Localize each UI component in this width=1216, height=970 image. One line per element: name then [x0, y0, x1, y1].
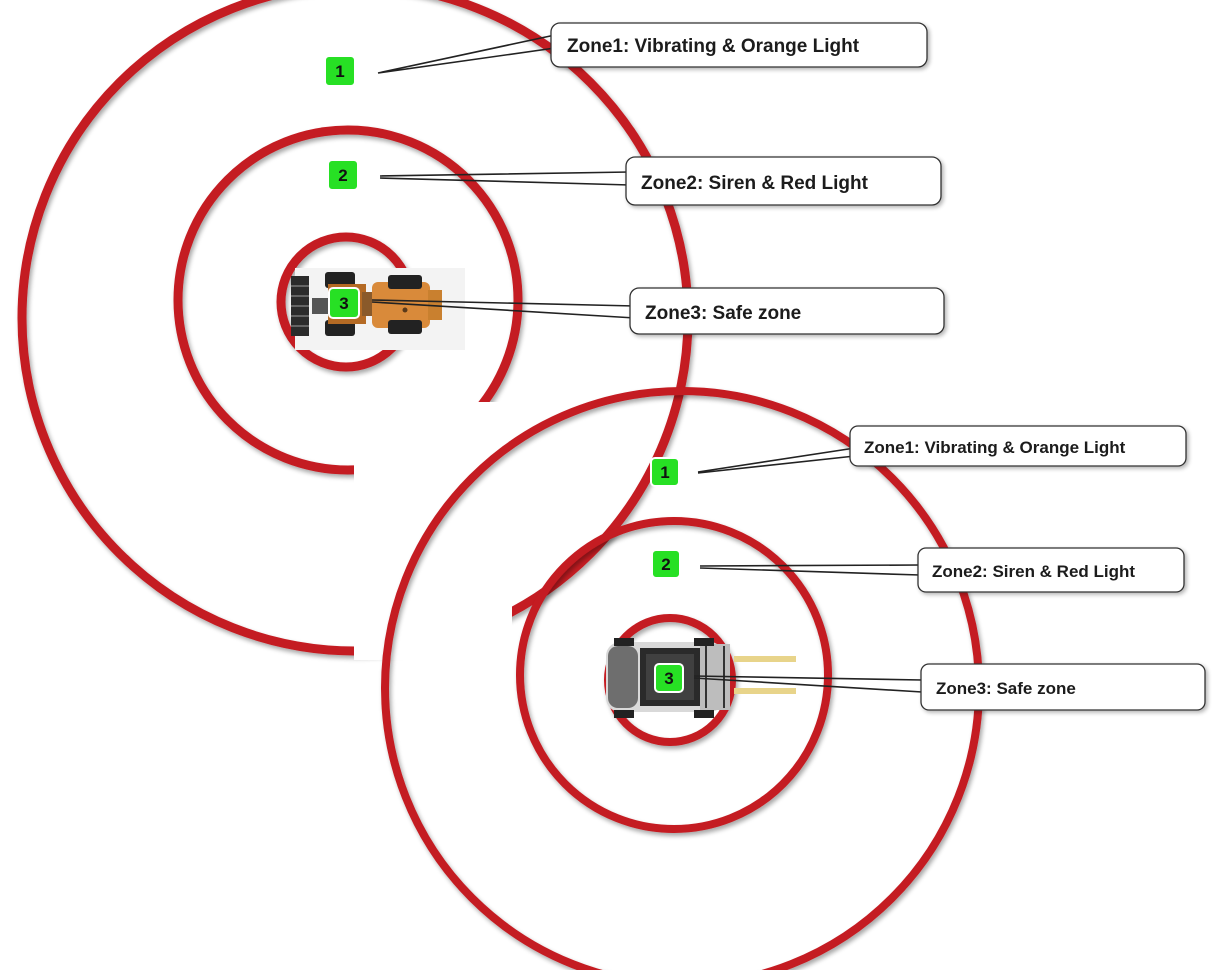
- top-zone3-badge: 3: [328, 287, 360, 319]
- bottom-zone3-label: Zone3: Safe zone: [936, 679, 1076, 698]
- top-zone2-ring: [173, 125, 523, 475]
- top-zone3-callout: Zone3: Safe zone: [629, 287, 945, 335]
- bottom-zone1-leader: [697, 447, 856, 474]
- top-zone1-callout: Zone1: Vibrating & Orange Light: [550, 22, 928, 68]
- top-zone2-label: Zone2: Siren & Red Light: [641, 173, 869, 194]
- bottom-zone2-ring: [516, 517, 832, 833]
- top-zone3-badge-number: 3: [339, 294, 348, 313]
- top-zone1-badge: 1: [324, 55, 356, 87]
- bottom-zone2-label: Zone2: Siren & Red Light: [932, 562, 1135, 581]
- top-zone2-badge-number: 2: [338, 166, 347, 185]
- bottom-zone1-badge: 1: [650, 457, 680, 487]
- top-zone3-label: Zone3: Safe zone: [645, 303, 801, 324]
- bottom-zone2-badge: 2: [651, 549, 681, 579]
- top-zone1-leader: [377, 34, 556, 74]
- bottom-zone3-callout: Zone3: Safe zone: [920, 663, 1206, 711]
- bottom-zone3-badge: 3: [654, 663, 684, 693]
- wheel-loader-icon: [291, 268, 465, 350]
- top-zone3-leader: [371, 299, 636, 319]
- bottom-zone1-callout: Zone1: Vibrating & Orange Light: [849, 425, 1187, 467]
- bottom-zone3-badge-number: 3: [664, 669, 673, 688]
- top-zone1-label: Zone1: Vibrating & Orange Light: [567, 36, 860, 57]
- bottom-zone1-badge-number: 1: [660, 463, 669, 482]
- bottom-zone-diagram: 1 2 3 Zone1: Vibrating & Orange Light Zo…: [381, 387, 1206, 970]
- bottom-zone2-callout: Zone2: Siren & Red Light: [917, 547, 1185, 593]
- top-zone2-callout: Zone2: Siren & Red Light: [625, 156, 942, 206]
- bottom-zone2-leader: [699, 564, 921, 576]
- top-zone1-badge-number: 1: [335, 62, 344, 81]
- bottom-zone2-badge-number: 2: [661, 555, 670, 574]
- bottom-zone1-label: Zone1: Vibrating & Orange Light: [864, 438, 1126, 457]
- top-zone2-badge: 2: [327, 159, 359, 191]
- top-zone-diagram: 1 2 3 Zone1: Vibrating & Orange Light Zo…: [17, 0, 945, 656]
- bottom-zone3-leader: [693, 675, 923, 693]
- top-zone2-leader: [379, 171, 631, 186]
